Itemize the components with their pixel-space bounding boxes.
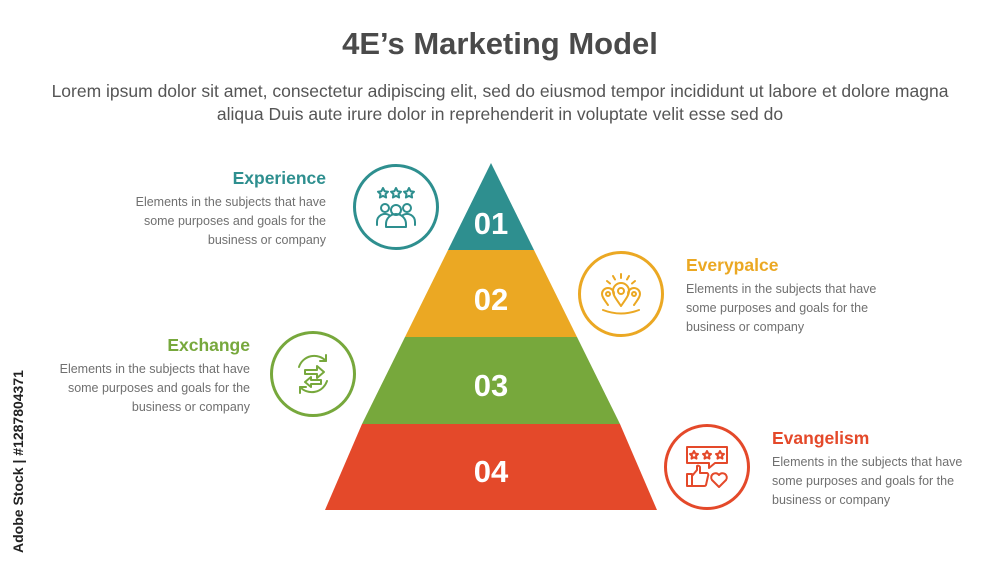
everypalce-heading: Everypalce: [686, 255, 779, 275]
pyramid-level-1: [448, 163, 534, 250]
page-subtitle: Lorem ipsum dolor sit amet, consectetur …: [51, 81, 949, 124]
evangelism-heading: Evangelism: [772, 428, 870, 448]
people-rating-icon: [375, 187, 417, 228]
pyramid-level-4: [325, 424, 657, 510]
stock-id-label: Adobe Stock | #1287804371: [10, 370, 26, 553]
everypalce-icon-circle: [578, 251, 664, 337]
page-title: 4E’s Marketing Model: [342, 26, 658, 61]
everypalce-description: Elements in the subjects that have some …: [686, 282, 877, 334]
location-pins-icon: [601, 273, 641, 315]
exchange-description: Elements in the subjects that have some …: [59, 362, 250, 414]
level-number-4: 04: [473, 454, 509, 489]
exchange-heading: Exchange: [167, 335, 250, 355]
evangelism-description: Elements in the subjects that have some …: [772, 455, 963, 507]
level-number-2: 02: [473, 282, 509, 317]
experience-description: Elements in the subjects that have some …: [135, 195, 326, 247]
pyramid-level-3: [362, 337, 620, 424]
exchange-icon-circle: [270, 331, 356, 417]
evangelism-icon-circle: [664, 424, 750, 510]
pyramid-level-2: [405, 250, 577, 337]
review-thumbs-up-icon: [686, 446, 728, 488]
experience-heading: Experience: [232, 168, 326, 188]
experience-icon-circle: [353, 164, 439, 250]
level-number-3: 03: [473, 368, 509, 403]
level-number-1: 01: [473, 206, 509, 241]
exchange-arrows-icon: [298, 354, 328, 394]
